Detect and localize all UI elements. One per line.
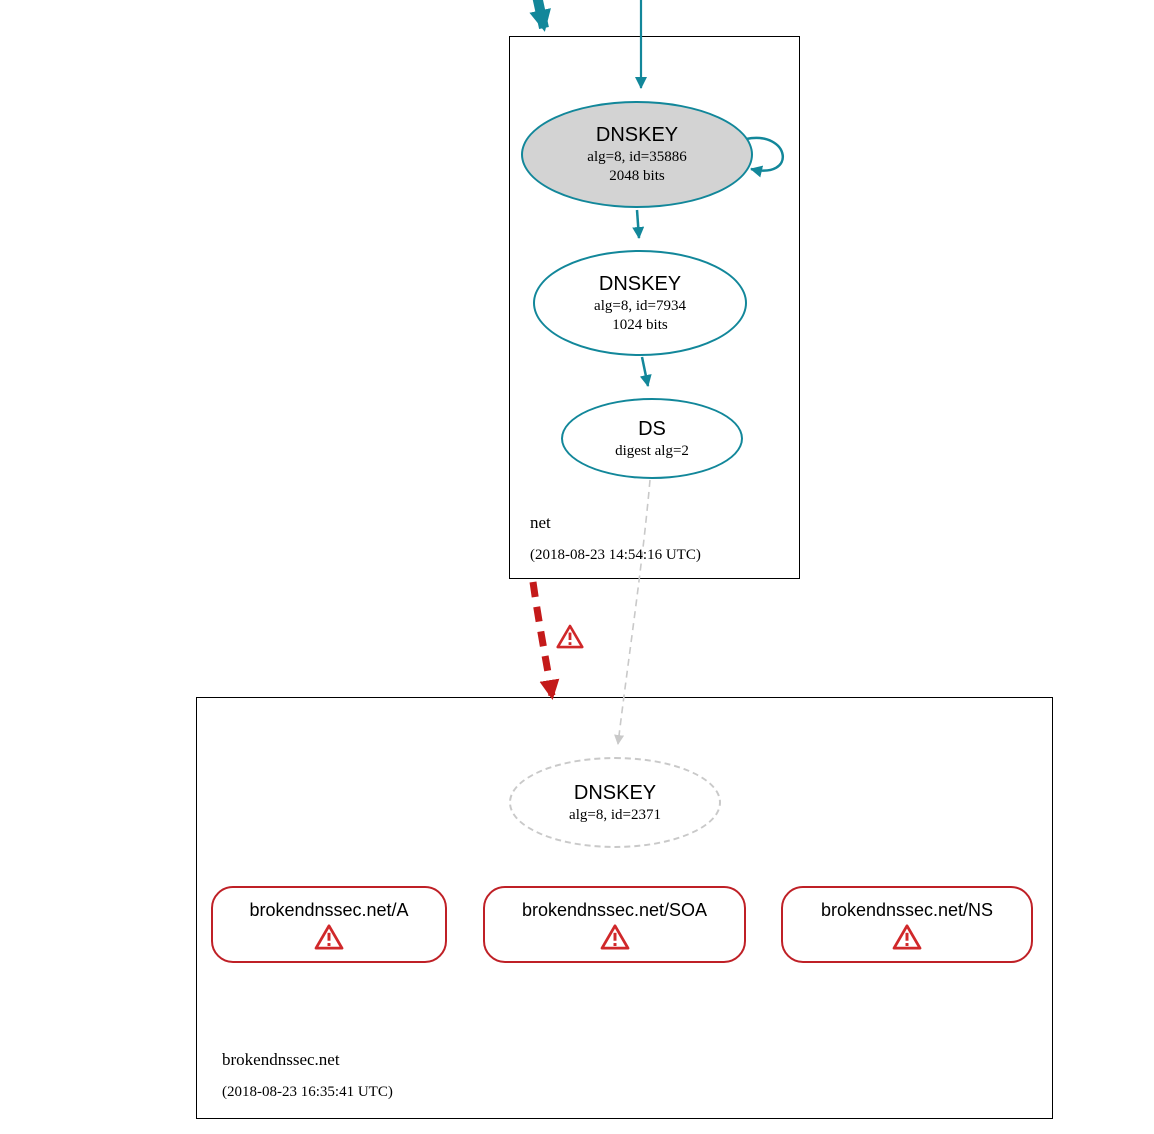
warning-icon (600, 923, 630, 950)
node-meta: alg=8, id=2371 (569, 806, 661, 823)
node-rrset-soa[interactable]: brokendnssec.net/SOA (483, 886, 746, 963)
zone-timestamp-brokendnssec: (2018-08-23 16:35:41 UTC) (222, 1084, 393, 1100)
node-meta: alg=8, id=35886 (587, 149, 687, 166)
node-title: DNSKEY (573, 781, 657, 804)
rrset-label: brokendnssec.net/A (249, 899, 409, 920)
node-title: DNSKEY (595, 124, 679, 147)
node-rrset-a[interactable]: brokendnssec.net/A (211, 886, 447, 963)
zone-name-brokendnssec: brokendnssec.net (222, 1050, 340, 1069)
node-rrset-ns[interactable]: brokendnssec.net/NS (781, 886, 1033, 963)
edge-parent-to-net-ksk (529, 0, 551, 32)
node-broken-dnskey-missing[interactable]: DNSKEY alg=8, id=2371 (509, 757, 721, 848)
zone-timestamp-net: (2018-08-23 14:54:16 UTC) (530, 547, 701, 563)
rrset-label: brokendnssec.net/NS (820, 899, 994, 920)
node-meta: digest alg=2 (615, 442, 689, 459)
zone-name-net: net (530, 513, 551, 532)
node-meta: alg=8, id=7934 (594, 297, 686, 314)
node-bits: 1024 bits (612, 316, 668, 333)
warning-icon (556, 624, 584, 649)
warning-icon (892, 923, 922, 950)
node-net-ds[interactable]: DS digest alg=2 (561, 398, 743, 479)
zone-box-net (509, 36, 800, 579)
node-bits: 2048 bits (609, 168, 665, 184)
node-title: DNSKEY (598, 272, 682, 295)
node-net-ksk[interactable]: DNSKEY alg=8, id=35886 2048 bits (521, 101, 753, 208)
warning-icon (314, 923, 344, 950)
node-net-zsk[interactable]: DNSKEY alg=8, id=7934 1024 bits (533, 250, 747, 356)
edge-broken-delegation (529, 581, 560, 700)
node-title: DS (638, 417, 666, 440)
rrset-label: brokendnssec.net/SOA (521, 899, 708, 920)
